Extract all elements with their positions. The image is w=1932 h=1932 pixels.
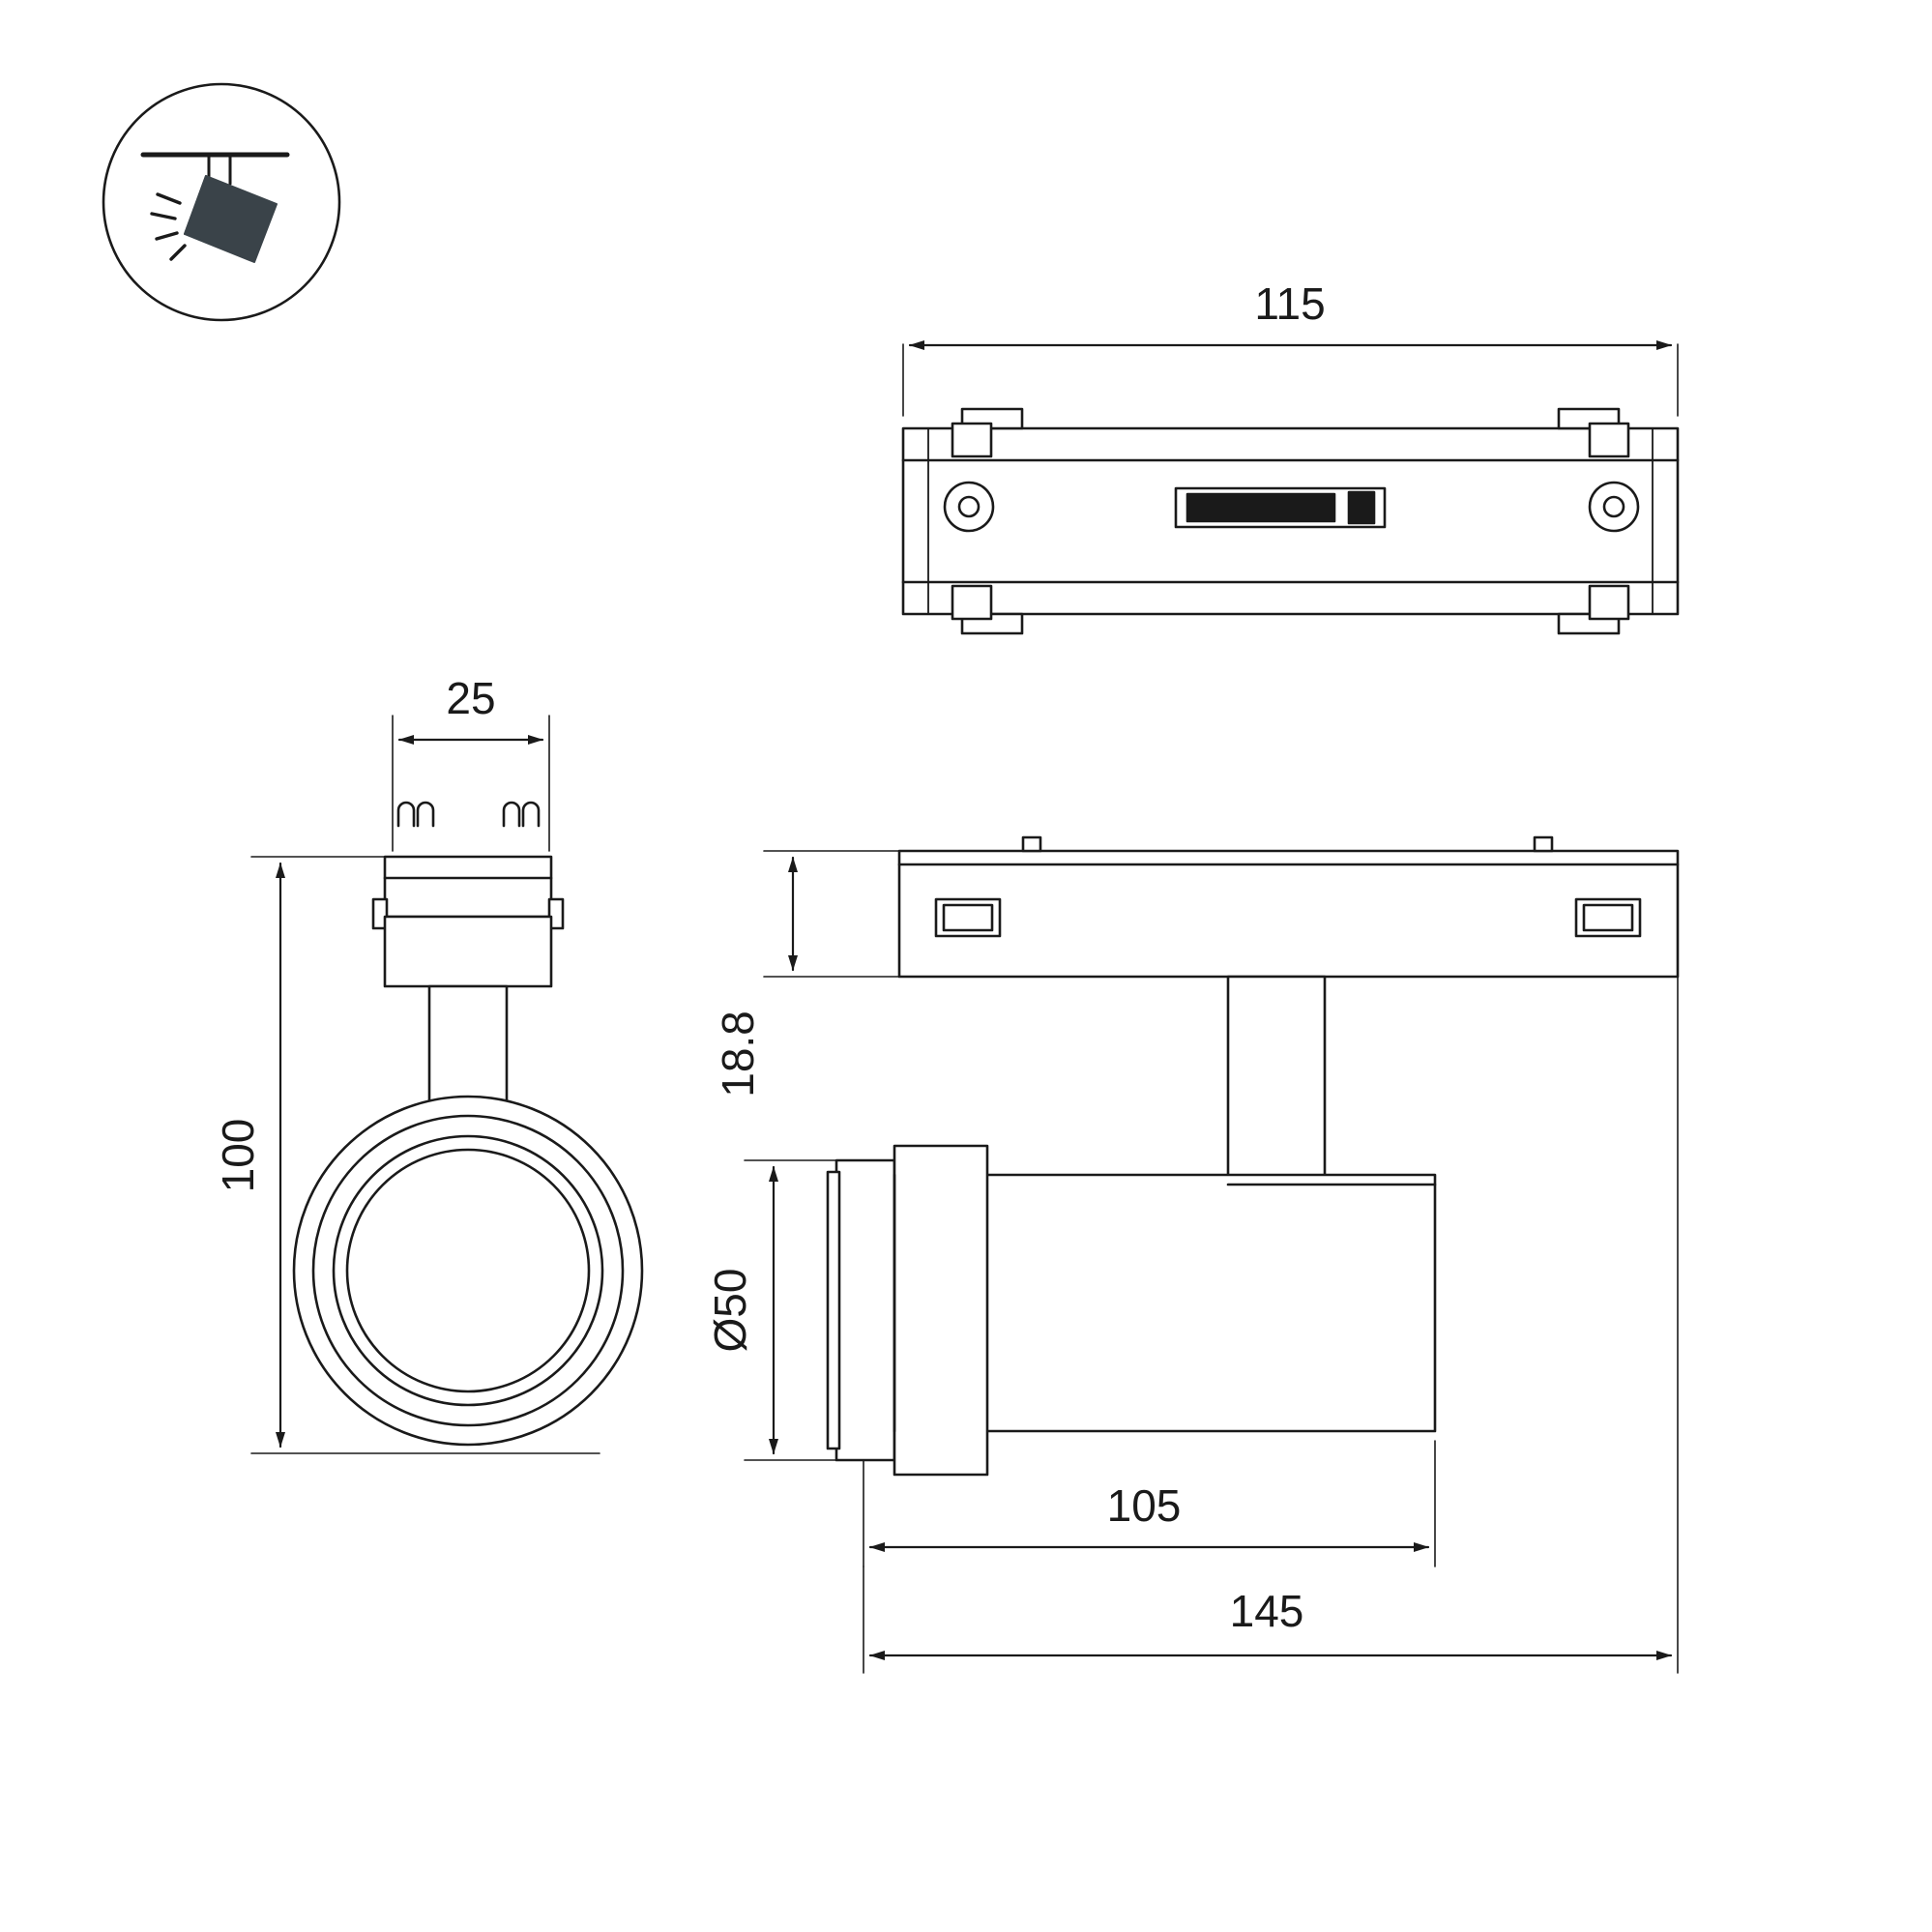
dimension-label-115: 115: [1254, 278, 1325, 329]
dimension-100: [250, 856, 600, 1454]
front-view: [250, 715, 644, 1454]
dimension-115: [902, 340, 1679, 417]
dimension-105: [863, 1440, 1436, 1567]
dimension-label-105: 105: [1107, 1480, 1182, 1531]
dimension-145: [863, 976, 1679, 1674]
dimension-18-8: [763, 850, 910, 978]
dimension-label-18-8: 18.8: [713, 1010, 763, 1098]
dimension-label-145: 145: [1230, 1586, 1304, 1636]
track-spotlight-pictogram: [102, 82, 341, 322]
dimension-25: [392, 715, 550, 852]
top-view: [901, 340, 1680, 635]
dimension-d50: [744, 1159, 852, 1461]
dimension-label-d50: Ø50: [705, 1269, 755, 1353]
side-view: [744, 835, 1680, 1674]
dimension-label-25: 25: [446, 673, 495, 723]
dimension-label-100: 100: [213, 1119, 263, 1193]
